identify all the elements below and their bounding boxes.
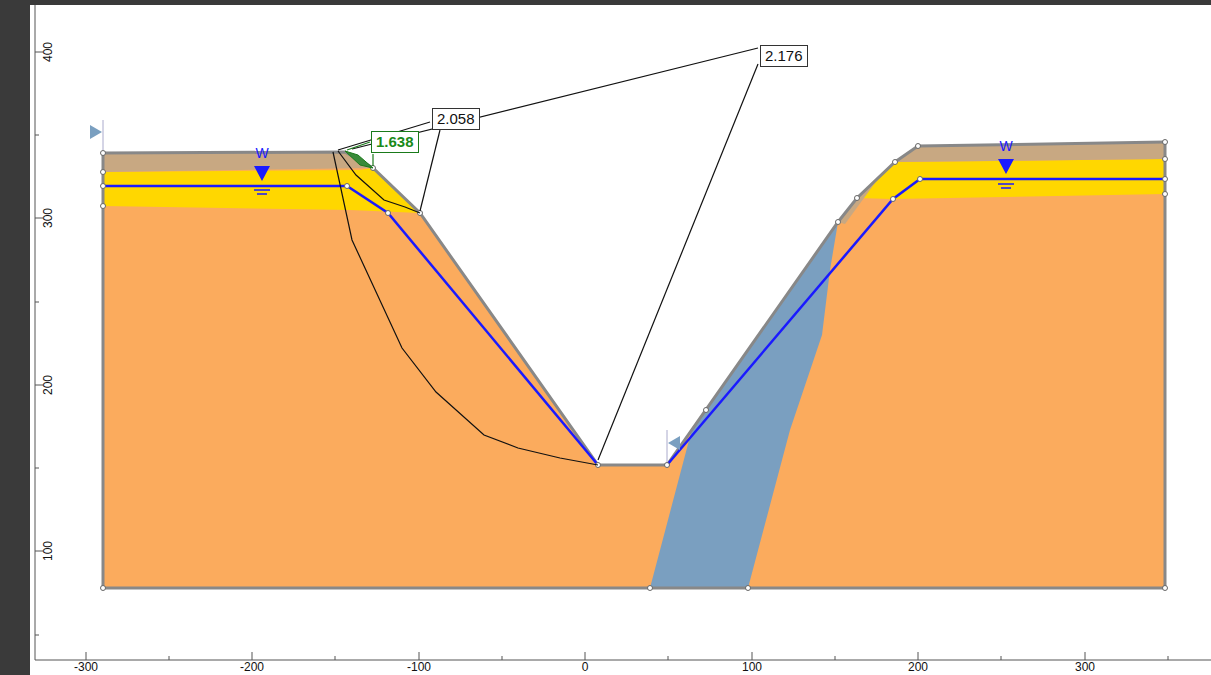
slip-surface [338, 151, 420, 213]
factor-of-safety-box: 2.058 [432, 108, 480, 130]
critical-slip-surface [345, 151, 373, 168]
factor-of-safety-value: 1.638 [376, 133, 414, 151]
axis-tick-label: 200 [908, 660, 928, 674]
soil-region [103, 142, 1165, 588]
factor-of-safety-box: 1.638 [371, 131, 419, 153]
axis-tick-label: 200 [41, 375, 55, 395]
axis-line [35, 5, 36, 660]
slip-surface [333, 152, 598, 465]
leader-lines [347, 142, 373, 166]
axis-tick-label: -100 [407, 660, 431, 674]
water-label: W [999, 139, 1012, 153]
axis-tick-label: 100 [41, 541, 55, 561]
axis-tick-label: 0 [582, 660, 589, 674]
axis-line [35, 660, 1211, 661]
fault-zone [650, 222, 838, 588]
factor-of-safety-box: 2.176 [760, 45, 808, 67]
factor-of-safety-value: 2.058 [437, 110, 475, 128]
axis-tick-label: 300 [41, 208, 55, 228]
boundary-marker [667, 430, 668, 462]
water-symbol [254, 159, 1014, 194]
axis-tick-label: 400 [41, 42, 55, 62]
axis-tick-label: -300 [74, 660, 98, 674]
frame-strip [0, 0, 30, 675]
boundary-marker [90, 125, 102, 139]
axis-ticks [35, 52, 1168, 660]
axis-tick-label: 100 [742, 660, 762, 674]
water-table [103, 186, 598, 465]
axis-tick-label: 300 [1075, 660, 1095, 674]
leader-lines [338, 48, 758, 460]
vertex-dots [101, 140, 1168, 591]
axis-tick-label: -200 [240, 660, 264, 674]
boundary-marker [103, 120, 104, 150]
model-boundary [103, 142, 1165, 588]
frame-strip [0, 0, 1211, 5]
water-table [667, 179, 1165, 465]
soil-layer [103, 152, 373, 172]
water-label: W [255, 146, 268, 160]
ground-surface [103, 142, 1165, 465]
factor-of-safety-value: 2.176 [765, 47, 803, 65]
boundary-marker [668, 436, 680, 450]
